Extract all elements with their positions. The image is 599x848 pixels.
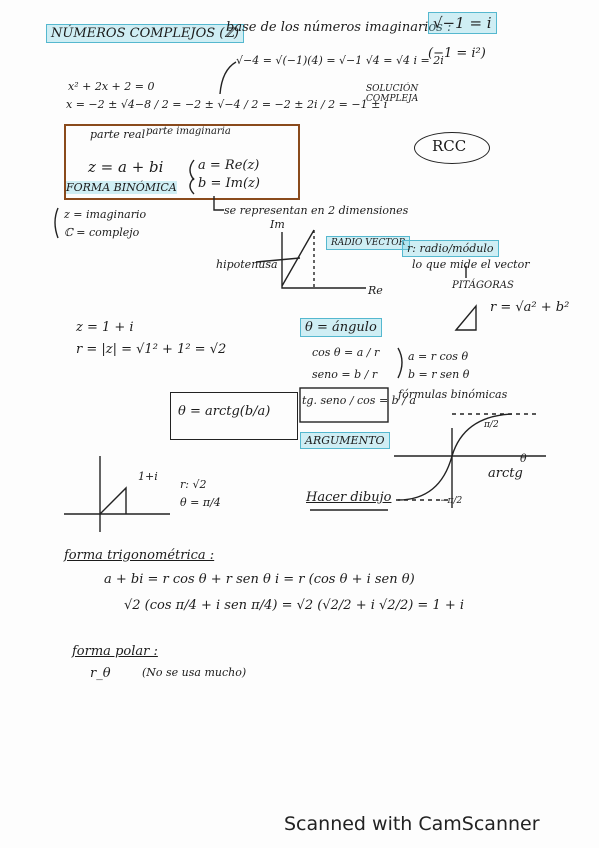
im-axis-label: Im <box>270 218 285 231</box>
cos-formula: cos θ = a / r <box>312 346 380 359</box>
b-definition: b = Im(z) <box>198 176 260 191</box>
arctg-box <box>170 392 298 440</box>
rcc-circle <box>414 132 490 164</box>
hacer-dibujo-note: Hacer dibujo <box>306 490 392 505</box>
imag-part-label: parte imaginaria <box>146 126 231 137</box>
quadratic-solution: x = −2 ± √4−8 / 2 = −2 ± √−4 / 2 = −2 ± … <box>66 98 388 111</box>
one-plus-i-label: 1+i <box>138 470 158 483</box>
pythagoras-formula: r = √a² + b² <box>490 300 570 315</box>
minus-pi-half-label: −π/2 <box>440 496 463 506</box>
scanner-watermark: Scanned with CamScanner <box>284 813 540 835</box>
radius-description: lo que mide el vector <box>412 258 530 271</box>
polar-notation: r_θ <box>90 666 111 681</box>
binomial-form-label: FORMA BINÓMICA <box>66 181 177 194</box>
base-text: base de los números imaginarios : <box>226 20 452 35</box>
polar-form-title: forma polar : <box>72 644 158 659</box>
b-rsin: b = r sen θ <box>408 368 470 381</box>
trig-form-title: forma trigonométrica : <box>64 548 215 563</box>
radio-vector-label: RADIO VECTOR <box>326 236 411 250</box>
solution-note: SOLUCIÓN COMPLEJA <box>366 84 419 104</box>
c-complex-note: ℂ = complejo <box>64 226 140 239</box>
radius-definition: r: radio/módulo <box>402 240 499 257</box>
polar-note: (No se usa mucho) <box>142 666 247 679</box>
r-sqrt2-label: r: √2 <box>180 478 207 491</box>
sqrt-expansion: √−4 = √(−1)(4) = √−1 √4 = √4 i = 2i <box>236 54 444 67</box>
imaginary-unit-definition: √−1 = i <box>428 12 497 34</box>
i-squared-note: (−1 = i²) <box>428 46 486 61</box>
trig-form-line-1: a + bi = r cos θ + r sen θ i = r (cos θ … <box>104 572 415 587</box>
modulus-value: r = |z| = √1² + 1² = √2 <box>76 342 227 357</box>
theta-arctg-formula: θ = arctg(b/a) <box>178 404 271 419</box>
pi-half-label: π/2 <box>484 420 499 430</box>
arctg-curve-label: arctg <box>488 466 523 481</box>
pitagoras-label: PITÁGORAS <box>452 280 514 291</box>
a-definition: a = Re(z) <box>198 158 260 173</box>
quadratic-equation: x² + 2x + 2 = 0 <box>68 80 155 93</box>
real-part-label: parte real <box>90 128 146 141</box>
page-title: NÚMEROS COMPLEJOS (ℤ) <box>46 24 244 43</box>
re-axis-label: Re <box>368 284 383 297</box>
z-imaginary-note: z = imaginario <box>64 208 147 221</box>
theta-definition: θ = ángulo <box>300 318 382 337</box>
sin-formula: seno = b / r <box>312 368 378 381</box>
a-rcos: a = r cos θ <box>408 350 469 363</box>
trig-form-line-2: √2 (cos π/4 + i sen π/4) = √2 (√2/2 + i … <box>124 598 465 613</box>
theta-pi4-label: θ = π/4 <box>180 496 221 509</box>
binomial-form-box <box>64 124 300 200</box>
rcc-label: RCC <box>432 137 467 155</box>
theta-axis-label: θ <box>520 452 527 465</box>
binomial-formula: z = a + bi <box>88 158 164 176</box>
z-value: z = 1 + i <box>76 320 134 335</box>
represent-note: se representan en 2 dimensiones <box>224 204 409 217</box>
argumento-label: ARGUMENTO <box>300 432 390 449</box>
formulas-note: fórmulas binómicas <box>398 388 508 401</box>
